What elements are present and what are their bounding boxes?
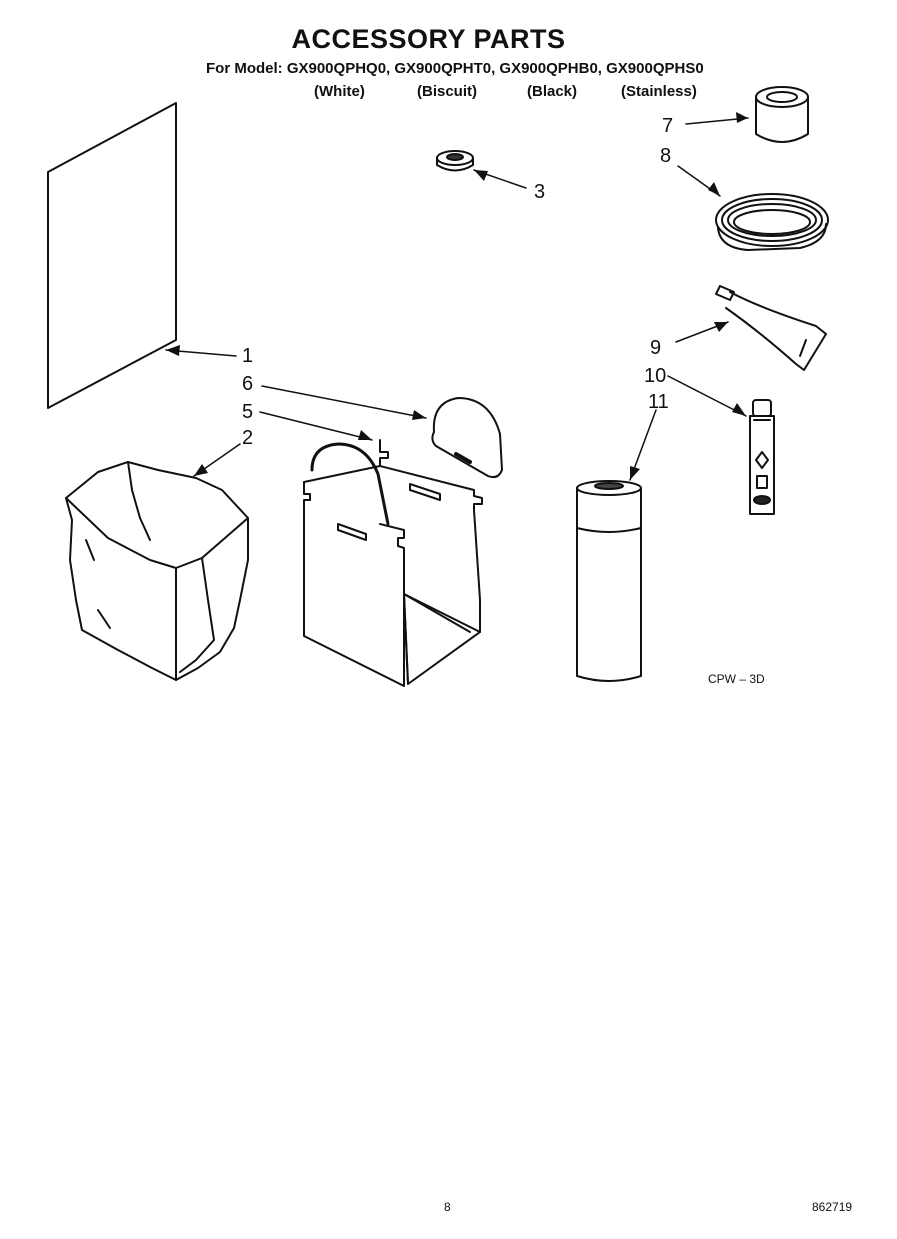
variant-white: (White): [314, 83, 365, 100]
part-6-handle: [431, 397, 503, 479]
callout-7: 7: [662, 115, 674, 137]
document-number: 862719: [812, 1200, 853, 1214]
part-1-panel: [47, 102, 177, 409]
callout-11: 11: [648, 391, 669, 413]
part-5-bucket: [303, 439, 483, 687]
part-7-tape-roll: [755, 86, 809, 143]
callout-2: 2: [242, 427, 254, 449]
leader-arrowheads: [166, 112, 748, 480]
callout-6: 6: [242, 373, 254, 395]
callout-10: 10: [644, 365, 667, 387]
callout-1: 1: [242, 345, 254, 367]
part-8-hose-coil: [715, 193, 829, 251]
variant-biscuit: (Biscuit): [417, 83, 477, 100]
part-10-valve: [749, 399, 775, 515]
variant-stainless: (Stainless): [621, 83, 697, 100]
part-3-cap: [436, 150, 474, 172]
model-line: For Model: GX900QPHQ0, GX900QPHT0, GX900…: [206, 60, 704, 77]
callout-3: 3: [534, 181, 546, 203]
callout-8: 8: [660, 145, 672, 167]
variant-black: (Black): [527, 83, 578, 100]
part-11-spray-can: [576, 480, 642, 682]
callout-9: 9: [650, 337, 662, 359]
part-9-tube: [715, 285, 827, 371]
page-number: 8: [444, 1200, 451, 1214]
page-title: ACCESSORY PARTS: [291, 24, 566, 54]
diagram-code: CPW – 3D: [708, 672, 765, 686]
part-2-bag: [65, 461, 249, 681]
leader-lines: [165, 117, 749, 481]
callout-5: 5: [242, 401, 254, 423]
